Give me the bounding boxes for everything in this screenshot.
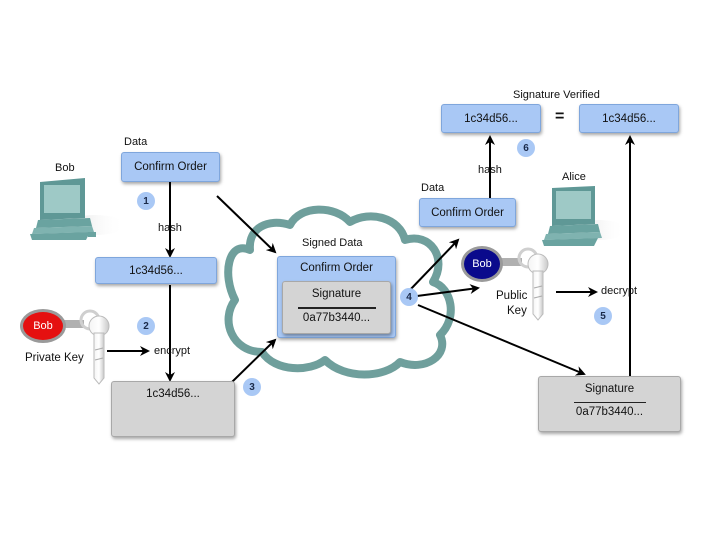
public-key-caption-line1: Public bbox=[496, 290, 528, 302]
encrypted-hash-box: 1c34d56... bbox=[111, 381, 235, 437]
private-key-icon bbox=[62, 309, 110, 385]
step-4-badge: 4 bbox=[400, 288, 418, 306]
receiver-name: Alice bbox=[562, 171, 586, 183]
sender-hash-value: 1c34d56... bbox=[129, 264, 183, 277]
public-key-caption-line2: Key bbox=[507, 305, 527, 317]
receiver-data-box: Confirm Order bbox=[419, 198, 516, 227]
signed-data-label: Signed Data bbox=[302, 237, 363, 249]
sender-data-label: Data bbox=[124, 136, 148, 148]
receiver-hash-right-box: 1c34d56... bbox=[579, 104, 679, 133]
bob-computer-icon bbox=[30, 178, 125, 240]
arrow-to-alice-data bbox=[407, 238, 460, 293]
encrypt-label: encrypt bbox=[154, 345, 191, 357]
arrow-data-to-cloud bbox=[216, 195, 277, 254]
signature-divider bbox=[297, 307, 376, 309]
embedded-signature-value: 0a77b3440... bbox=[302, 312, 371, 324]
receiver-hash-left-box: 1c34d56... bbox=[441, 104, 541, 133]
step-6-badge: 6 bbox=[517, 139, 535, 157]
signed-data-box: Confirm Order Signature 0a77b3440... bbox=[277, 256, 396, 338]
receiver-signature-divider bbox=[573, 402, 646, 403]
receiver-data-label: Data bbox=[421, 182, 445, 194]
receiver-hash-left-value: 1c34d56... bbox=[464, 112, 518, 125]
signature-verified-label: Signature Verified bbox=[513, 89, 600, 101]
arrow-to-signature bbox=[417, 304, 586, 376]
receiver-hash-label: hash bbox=[478, 164, 502, 176]
private-key-fob: Bob bbox=[20, 309, 66, 343]
encrypted-hash-value: 1c34d56... bbox=[146, 388, 200, 400]
sender-name: Bob bbox=[55, 162, 75, 174]
receiver-signature-box: Signature 0a77b3440... bbox=[538, 376, 681, 432]
signed-data-value: Confirm Order bbox=[300, 262, 373, 274]
step-2-badge: 2 bbox=[137, 317, 155, 335]
receiver-signature-label: Signature bbox=[584, 383, 635, 395]
step-1-badge: 1 bbox=[137, 192, 155, 210]
alice-computer-icon bbox=[542, 186, 625, 246]
receiver-data-value: Confirm Order bbox=[431, 206, 504, 219]
embedded-signature-label: Signature bbox=[311, 288, 362, 300]
private-key-caption: Private Key bbox=[25, 352, 84, 364]
receiver-hash-right-value: 1c34d56... bbox=[602, 112, 656, 125]
public-key-icon bbox=[498, 247, 549, 321]
sender-hash-box: 1c34d56... bbox=[95, 257, 217, 284]
step-3-badge: 3 bbox=[243, 378, 261, 396]
decrypt-label: decrypt bbox=[601, 285, 638, 297]
arrow-to-public-key bbox=[416, 284, 480, 297]
embedded-signature-box: Signature 0a77b3440... bbox=[282, 281, 391, 334]
equals-sign: = bbox=[555, 108, 565, 125]
public-key-fob: Bob bbox=[461, 246, 503, 282]
arrow-signature-to-cloud bbox=[231, 338, 277, 383]
step-5-badge: 5 bbox=[594, 307, 612, 325]
flow-arrows bbox=[107, 135, 635, 383]
sender-data-value: Confirm Order bbox=[134, 161, 207, 173]
receiver-signature-value: 0a77b3440... bbox=[575, 406, 644, 418]
sender-hash-label: hash bbox=[158, 222, 182, 234]
sender-data-box: Confirm Order bbox=[121, 152, 220, 182]
